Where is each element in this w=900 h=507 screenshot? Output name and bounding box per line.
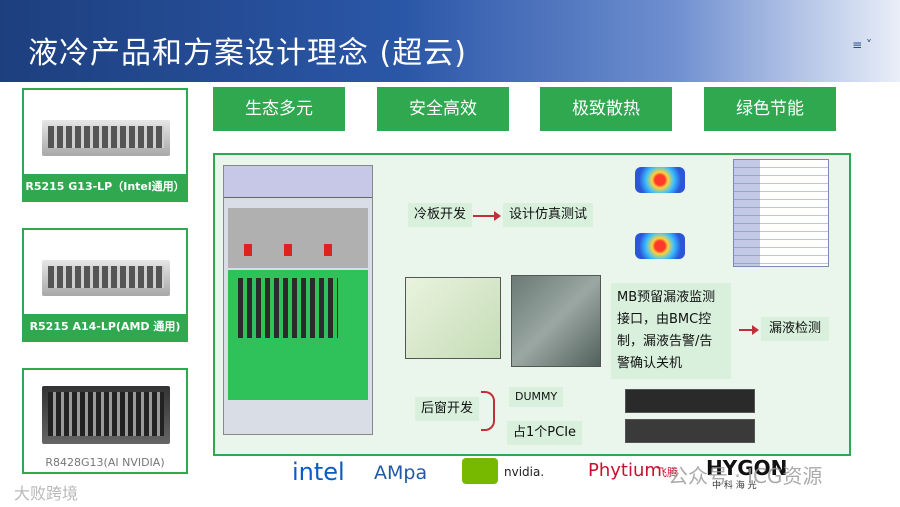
product-caption: R5215 G13-LP（Intel通用）	[24, 174, 186, 200]
product-caption: R8428G13(AI NVIDIA)	[24, 454, 186, 472]
pcie-label: 占1个PCIe	[507, 421, 583, 445]
nvidia-logo: nvidia.	[504, 465, 545, 479]
leak-cable-photo	[511, 275, 601, 367]
leak-sensor-diagram	[405, 277, 501, 359]
slide-header: 液冷产品和方案设计理念 (超云) ≡ ˅	[0, 0, 900, 82]
hygon-cn-logo: 中 科 海 光	[712, 481, 757, 491]
server-image	[42, 386, 170, 444]
pillar-cooling: 极致散热	[540, 87, 672, 131]
watermark-right: 公众号 · ICG资源	[668, 464, 823, 488]
ampere-logo: AMpa	[374, 462, 428, 484]
mb-leak-monitor-text: MB预留漏液监测接口，由BMC控制，漏液告警/告警确认关机	[611, 283, 731, 379]
arrow-icon	[473, 211, 501, 221]
pillar-ecosystem: 生态多元	[213, 87, 345, 131]
partner-logos: intel AMpa nvidia. Phytium 飞腾 HYGON 中 科 …	[280, 456, 880, 491]
pillar-security: 安全高效	[377, 87, 509, 131]
product-card-r8428: R8428G13(AI NVIDIA)	[22, 368, 188, 474]
thermal-map-image	[635, 167, 685, 193]
solution-panel: 冷板开发 设计仿真测试 MB预留漏液监测接口，由BMC控制，漏液告警/告警确认关…	[213, 153, 851, 456]
pillar-green: 绿色节能	[704, 87, 836, 131]
slide-title: 液冷产品和方案设计理念 (超云)	[28, 36, 467, 71]
thermal-map-image	[635, 233, 685, 259]
hygon-logo: HYGON	[706, 456, 788, 480]
intel-logo: intel	[292, 458, 345, 486]
arrow-icon	[739, 325, 759, 335]
nvidia-eye-icon	[462, 458, 498, 484]
phytium-logo: Phytium	[588, 460, 662, 481]
brace-icon	[481, 391, 495, 431]
rear-panel-photo	[625, 419, 755, 443]
rear-panel-photo	[625, 389, 755, 413]
simulation-label: 设计仿真测试	[503, 203, 594, 227]
leak-detect-label: 漏液检测	[761, 317, 830, 341]
product-caption: R5215 A14-LP(AMD 通用)	[24, 314, 186, 340]
product-card-r5215-a14: R5215 A14-LP(AMD 通用)	[22, 228, 188, 342]
dummy-label: DUMMY	[509, 387, 564, 407]
product-card-r5215-g13: R5215 G13-LP（Intel通用）	[22, 88, 188, 202]
watermark-left: 大败跨境	[14, 484, 79, 503]
server-image	[42, 120, 170, 156]
server-image	[42, 260, 170, 296]
cold-plate-label: 冷板开发	[408, 203, 473, 227]
menu-icon[interactable]: ≡ ˅	[852, 38, 872, 52]
phytium-cn-logo: 飞腾	[656, 466, 678, 479]
rear-window-label: 后窗开发	[415, 397, 480, 421]
server-layout-diagram	[223, 165, 373, 435]
spec-table-image	[733, 159, 829, 267]
